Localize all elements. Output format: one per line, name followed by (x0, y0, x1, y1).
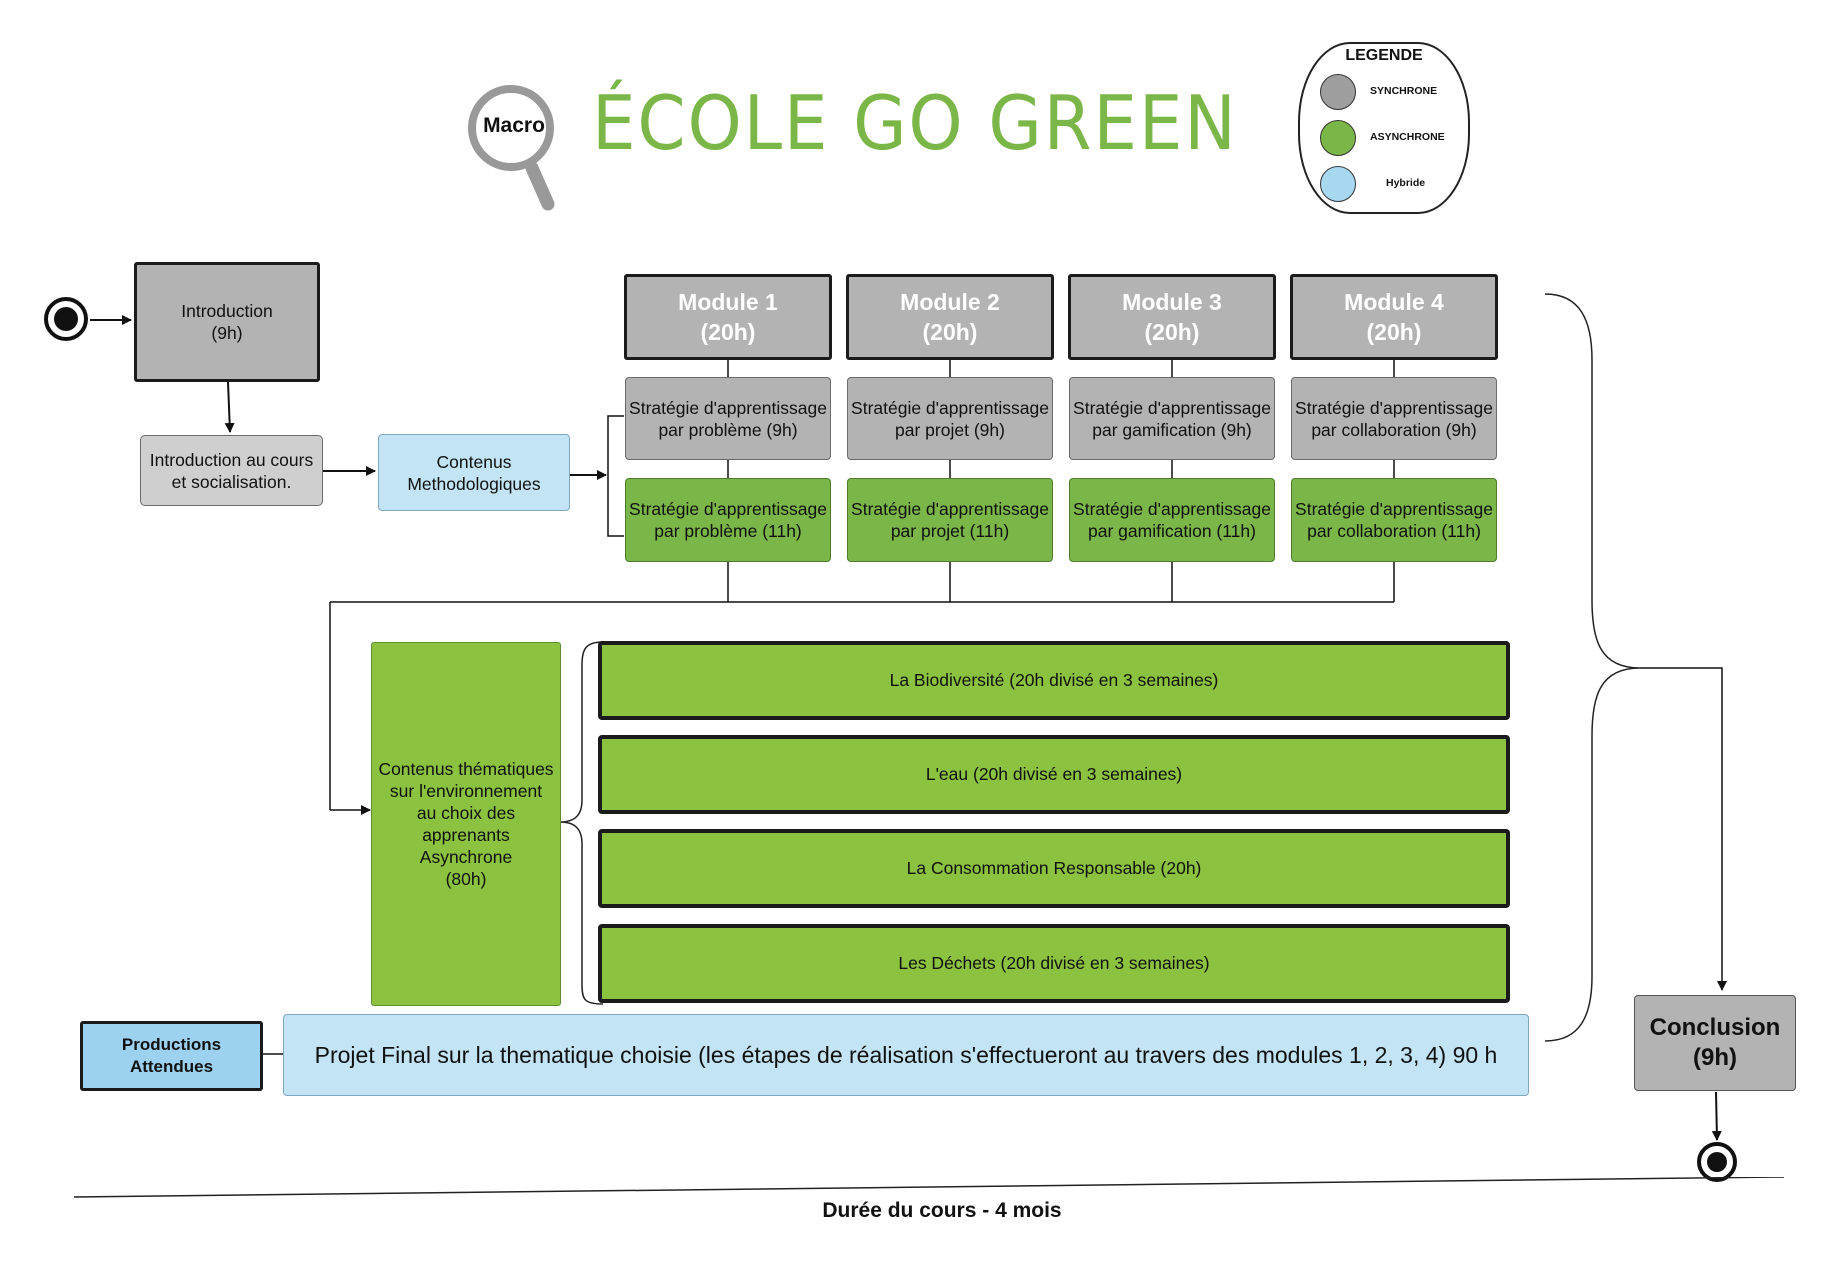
theme-dechets: Les Déchets (20h divisé en 3 semaines) (598, 924, 1510, 1003)
legend-item-hybride: Hybride (1320, 166, 1460, 204)
conclusion-box: Conclusion (9h) (1634, 995, 1796, 1091)
module-3-header: Module 3 (20h) (1068, 274, 1276, 360)
module-1-header: Module 1 (20h) (624, 274, 832, 360)
duration-label: Durée du cours - 4 mois (822, 1199, 1062, 1222)
thematic-content-box: Contenus thématiques sur l'environnement… (371, 642, 561, 1006)
module-4-async-strategy: Stratégie d'apprentissage par collaborat… (1291, 478, 1497, 562)
module-3-sync-strategy: Stratégie d'apprentissage par gamificati… (1069, 377, 1275, 460)
legend-title: LEGENDE (1345, 47, 1423, 64)
module-2-sync-strategy: Stratégie d'apprentissage par projet (9h… (847, 377, 1053, 460)
theme-eau: L'eau (20h divisé en 3 semaines) (598, 735, 1510, 814)
duration-arrow: Durée du cours - 4 mois (72, 1176, 1818, 1245)
macro-label: Macro (483, 114, 545, 137)
module-2-async-strategy: Stratégie d'apprentissage par projet (11… (847, 478, 1053, 562)
magnifier-icon (464, 82, 564, 214)
legend-item-synchrone: SYNCHRONE (1320, 74, 1460, 112)
page-title: ÉCOLE GO GREEN (592, 79, 1238, 167)
module-1-async-strategy: Stratégie d'apprentissage par problème (… (625, 478, 831, 562)
intro-socialisation-box: Introduction au cours et socialisation. (140, 435, 323, 506)
introduction-box: Introduction (9h) (134, 262, 320, 382)
module-1-sync-strategy: Stratégie d'apprentissage par problème (… (625, 377, 831, 460)
duration-arrow-icon (73, 1176, 1785, 1198)
module-4-sync-strategy: Stratégie d'apprentissage par collaborat… (1291, 377, 1497, 460)
final-project-box: Projet Final sur la thematique choisie (… (283, 1014, 1529, 1096)
asynchrone-swatch-icon (1320, 120, 1356, 156)
end-node-icon (1697, 1142, 1737, 1182)
module-4-header: Module 4 (20h) (1290, 274, 1498, 360)
legend-label-asynchrone: ASYNCHRONE (1370, 131, 1445, 143)
module-3-async-strategy: Stratégie d'apprentissage par gamificati… (1069, 478, 1275, 562)
contenus-methodologiques-box: Contenus Methodologiques (378, 434, 570, 511)
theme-consommation: La Consommation Responsable (20h) (598, 829, 1510, 908)
start-node-icon (44, 297, 88, 341)
hybride-swatch-icon (1320, 166, 1356, 202)
legend: LEGENDE SYNCHRONE ASYNCHRONE Hybride (1298, 42, 1470, 214)
legend-label-hybride: Hybride (1386, 177, 1426, 189)
module-2-header: Module 2 (20h) (846, 274, 1054, 360)
productions-attendues-label: Productions Attendues (80, 1021, 263, 1091)
synchrone-swatch-icon (1320, 74, 1356, 110)
legend-label-synchrone: SYNCHRONE (1370, 85, 1438, 97)
legend-item-asynchrone: ASYNCHRONE (1320, 120, 1460, 158)
theme-biodiversite: La Biodiversité (20h divisé en 3 semaine… (598, 641, 1510, 720)
